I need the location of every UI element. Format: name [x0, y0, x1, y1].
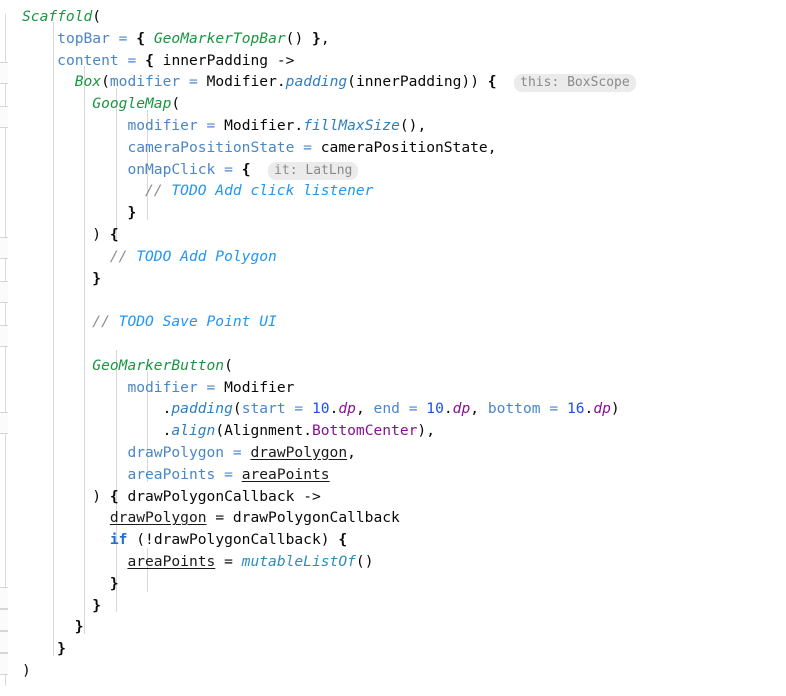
code-line-19[interactable]: .padding(start = 10.dp, end = 10.dp, bot… — [22, 400, 620, 418]
code-line-18[interactable]: modifier = Modifier — [127, 378, 295, 396]
token-num-16: 16 — [566, 400, 585, 418]
token-alignment: Alignment — [224, 422, 304, 440]
token-drawpolygoncallback-value: drawPolygonCallback — [232, 509, 400, 527]
fold-marker[interactable] — [0, 587, 8, 609]
indent-guide — [84, 66, 85, 634]
token-dp-c: dp — [593, 400, 611, 418]
token-num-10a: 10 — [312, 400, 330, 418]
token-mutablelistof: mutableListOf — [241, 553, 356, 570]
comment-slashes: // — [109, 247, 137, 265]
code-line-9[interactable]: // TODO Add click listener — [22, 180, 373, 202]
token-box: Box — [74, 73, 102, 91]
code-line-6[interactable]: modifier = Modifier.fillMaxSize(), — [127, 117, 427, 134]
token-googlemap: GoogleMap — [92, 95, 172, 113]
token-modifier-param: modifier — [109, 73, 181, 91]
token-start-param: start — [241, 400, 286, 418]
code-line-26[interactable]: areaPoints = mutableListOf() — [127, 553, 374, 570]
code-line-11[interactable]: ) { — [92, 226, 119, 243]
indent-guide — [147, 548, 148, 592]
code-line-17[interactable]: GeoMarkerButton( — [92, 356, 233, 374]
token-scaffold: Scaffold — [22, 8, 93, 25]
code-line-20[interactable]: .align(Alignment.BottomCenter), — [22, 422, 435, 440]
code-line-5[interactable]: GoogleMap( — [92, 95, 181, 113]
code-line-24[interactable]: drawPolygon = drawPolygonCallback — [109, 509, 400, 527]
token-drawpolygon-param: drawPolygon — [127, 444, 225, 461]
indent-guide — [116, 350, 117, 612]
fold-marker[interactable] — [0, 281, 8, 303]
code-line-31[interactable]: ) — [22, 662, 31, 679]
fold-marker[interactable] — [0, 62, 8, 84]
code-line-28[interactable]: } — [92, 596, 102, 614]
token-drawpolygon-prop: drawPolygon — [250, 444, 348, 461]
code-line-1[interactable]: Scaffold( — [22, 8, 102, 25]
fold-marker[interactable] — [0, 106, 8, 128]
code-line-27[interactable]: } — [109, 574, 119, 592]
token-areapoints-param: areaPoints — [127, 465, 216, 483]
inlay-hint-boxscope: this: BoxScope — [514, 74, 636, 93]
code-line-29[interactable]: } — [74, 618, 84, 636]
code-line-10[interactable]: } — [127, 204, 137, 222]
token-modifier-class: Modifier — [206, 73, 277, 91]
indent-guide — [53, 22, 54, 656]
token-num-10b: 10 — [426, 400, 444, 418]
fold-marker[interactable] — [0, 237, 8, 259]
token-fillmaxsize: fillMaxSize — [303, 117, 400, 134]
code-line-8[interactable]: onMapClick = { it: LatLng — [22, 159, 359, 181]
token-camerapositionstate-value: cameraPositionState — [320, 138, 488, 156]
fold-guide-line — [5, 14, 6, 686]
token-onmapclick-param: onMapClick — [127, 160, 216, 178]
indent-guide — [147, 110, 148, 220]
code-line-23[interactable]: ) { drawPolygonCallback -> — [22, 487, 321, 505]
token-padding-fn: padding — [285, 73, 348, 91]
code-line-3[interactable]: content = { innerPadding -> — [57, 51, 295, 69]
indent-guide — [116, 504, 117, 592]
editor-gutter[interactable] — [0, 0, 14, 696]
code-line-12[interactable]: // TODO Add Polygon — [22, 246, 277, 268]
token-camerapositionstate-param: cameraPositionState — [127, 138, 295, 156]
fold-marker[interactable] — [0, 653, 8, 675]
token-geomarkertopbar: GeoMarkerTopBar — [153, 29, 286, 47]
code-line-21[interactable]: drawPolygon = drawPolygon, — [127, 444, 356, 461]
fold-marker[interactable] — [0, 609, 8, 631]
token-areapoints-assign: areaPoints — [127, 553, 216, 570]
code-line-2[interactable]: topBar = { GeoMarkerTopBar() }, — [57, 29, 330, 47]
fold-marker[interactable] — [0, 412, 8, 434]
token-todo-click-listener: TODO Add click listener — [171, 182, 374, 200]
token-end-param: end — [373, 400, 400, 418]
token-content-param: content — [57, 51, 119, 69]
token-align-fn: align — [171, 422, 216, 440]
code-line-30[interactable]: } — [57, 640, 66, 658]
token-geomarkerbutton: GeoMarkerButton — [92, 356, 225, 374]
code-line-25[interactable]: if (!drawPolygonCallback) { — [109, 531, 348, 549]
code-line-7[interactable]: cameraPositionState = cameraPositionStat… — [127, 138, 497, 156]
token-innerpadding: innerPadding — [162, 51, 269, 69]
token-if-keyword: if — [109, 531, 128, 549]
indent-guide — [147, 372, 148, 482]
token-todo-save-point: TODO Save Point UI — [118, 313, 277, 331]
fold-marker[interactable] — [0, 325, 8, 347]
token-dp-a: dp — [338, 400, 356, 418]
token-topbar-param: topBar — [57, 29, 110, 47]
inlay-hint-latlng: it: LatLng — [268, 161, 359, 180]
token-dp-b: dp — [452, 400, 471, 418]
comment-slashes: // — [92, 313, 119, 331]
code-line-22[interactable]: areaPoints = areaPoints — [127, 465, 330, 483]
token-areapoints-prop: areaPoints — [241, 465, 330, 483]
code-line-4[interactable]: Box(modifier = Modifier.padding(innerPad… — [22, 71, 636, 93]
token-drawpolygon-assign: drawPolygon — [109, 509, 207, 527]
fold-marker[interactable] — [0, 631, 8, 653]
token-bottom-param: bottom — [487, 400, 541, 418]
token-todo-add-polygon: TODO Add Polygon — [136, 247, 277, 265]
indent-guide — [116, 88, 117, 242]
code-line-15[interactable]: // TODO Save Point UI — [22, 311, 277, 333]
comment-slashes: // — [145, 182, 172, 200]
token-drawpolygoncallback-lambda: drawPolygonCallback — [127, 487, 295, 505]
code-line-13[interactable]: } — [92, 269, 102, 287]
token-bottomcenter: BottomCenter — [311, 422, 418, 440]
